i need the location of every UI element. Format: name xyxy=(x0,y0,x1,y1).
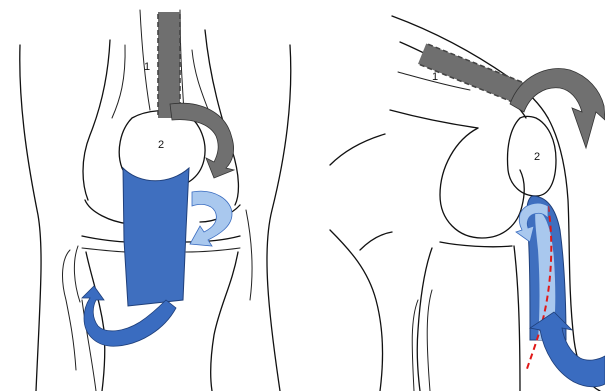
tibia-posterior-side xyxy=(417,248,432,391)
tibia-anterior-side xyxy=(514,246,520,391)
side-view: 1 2 xyxy=(330,16,605,391)
femur-line-inner-left xyxy=(112,45,125,118)
patellar-tendon-graft xyxy=(123,168,189,306)
curved-arrow-icon xyxy=(530,312,605,387)
femur-shaft-lower xyxy=(390,110,478,128)
fibula-side xyxy=(412,290,432,391)
front-view: 1 2 xyxy=(20,10,291,391)
patella-side xyxy=(508,117,557,197)
quad-tendon-line-1 xyxy=(140,10,150,110)
front-leg-outline-left xyxy=(20,45,41,391)
fibula-head xyxy=(63,246,80,370)
medial-line xyxy=(246,210,252,300)
tibia-right-edge xyxy=(211,252,238,391)
quadriceps-tendon-bar xyxy=(158,12,180,118)
label-2: 2 xyxy=(158,139,164,151)
label-2: 2 xyxy=(534,151,540,163)
tibial-plateau-side xyxy=(440,242,512,247)
femur-line-left xyxy=(83,40,110,200)
label-1: 1 xyxy=(144,61,150,73)
calf-contour xyxy=(330,230,383,391)
posterior-knee xyxy=(360,232,392,250)
posterior-thigh xyxy=(330,134,385,165)
curved-arrow-icon xyxy=(510,68,605,148)
label-1: 1 xyxy=(432,71,438,83)
curved-arrow-icon xyxy=(190,191,232,246)
front-leg-outline-right xyxy=(267,45,291,391)
femoral-condyle-side xyxy=(440,128,524,238)
